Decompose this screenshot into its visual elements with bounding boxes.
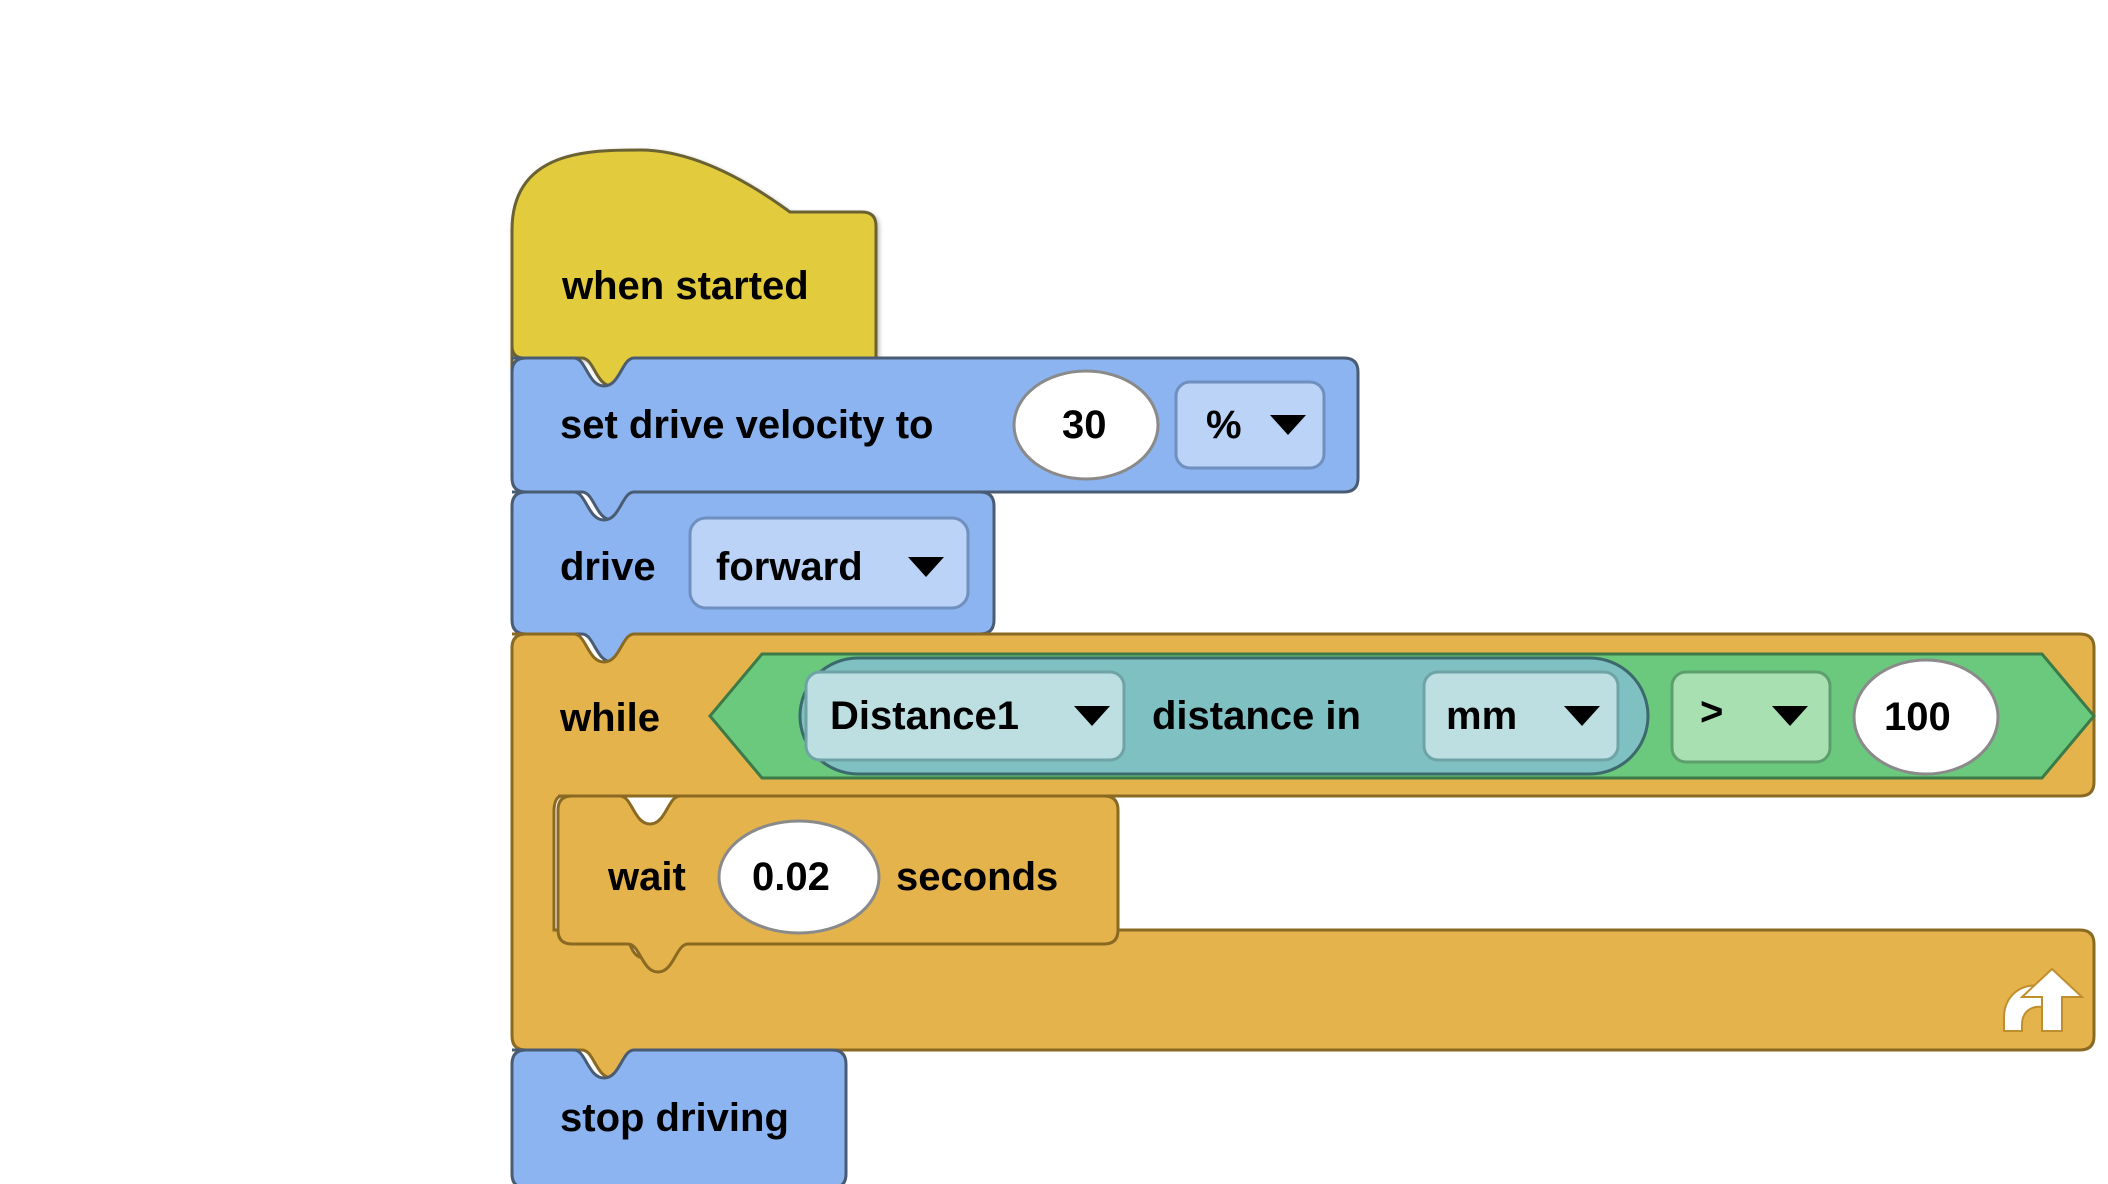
- chevron-down-icon[interactable]: [1270, 415, 1306, 435]
- chevron-down-icon[interactable]: [1564, 706, 1600, 726]
- seconds-label: seconds: [896, 855, 1059, 899]
- while-label: while: [560, 696, 661, 740]
- wait-value[interactable]: 0.02: [752, 855, 830, 899]
- velocity-units-field-shape: [1174, 380, 1326, 470]
- velocity-value[interactable]: 30: [1062, 403, 1107, 447]
- velocity-units-value[interactable]: %: [1206, 403, 1242, 447]
- chevron-down-icon[interactable]: [1074, 706, 1110, 726]
- block-stop-driving-shape[interactable]: [510, 1048, 848, 1184]
- comparison-value[interactable]: 100: [1884, 695, 1951, 739]
- sensor-name-field-shape: [804, 670, 1126, 762]
- comparison-operator-value[interactable]: >: [1700, 690, 1724, 734]
- sensor-name-value[interactable]: Distance1: [830, 694, 1019, 738]
- wait-label: wait: [608, 855, 686, 899]
- velocity-value-oval-shape: [1012, 369, 1160, 481]
- comparison-operator-field-shape: [1670, 670, 1832, 764]
- drive-direction-value[interactable]: forward: [716, 545, 863, 589]
- stop-driving-label: stop driving: [560, 1096, 789, 1140]
- distance-units-field-shape: [1422, 670, 1620, 762]
- block-set-drive-velocity-shape[interactable]: [510, 356, 1360, 522]
- chevron-down-icon[interactable]: [1772, 706, 1808, 726]
- chevron-down-icon[interactable]: [908, 557, 944, 577]
- comparison-value-oval-shape: [1852, 658, 2000, 776]
- block-when-started-shape[interactable]: [510, 148, 878, 390]
- when-started-label: when started: [562, 264, 809, 308]
- wait-value-oval-shape: [717, 819, 881, 935]
- set-drive-velocity-label: set drive velocity to: [560, 403, 934, 447]
- drive-direction-field-shape: [688, 516, 970, 610]
- block-wait-shape[interactable]: [556, 794, 1120, 974]
- block-while-shape[interactable]: [510, 632, 2096, 1080]
- distance-units-value[interactable]: mm: [1446, 694, 1518, 738]
- loop-arrow-icon: [2003, 967, 2085, 1032]
- distance-in-label: distance in: [1152, 694, 1361, 738]
- drive-label: drive: [560, 545, 656, 589]
